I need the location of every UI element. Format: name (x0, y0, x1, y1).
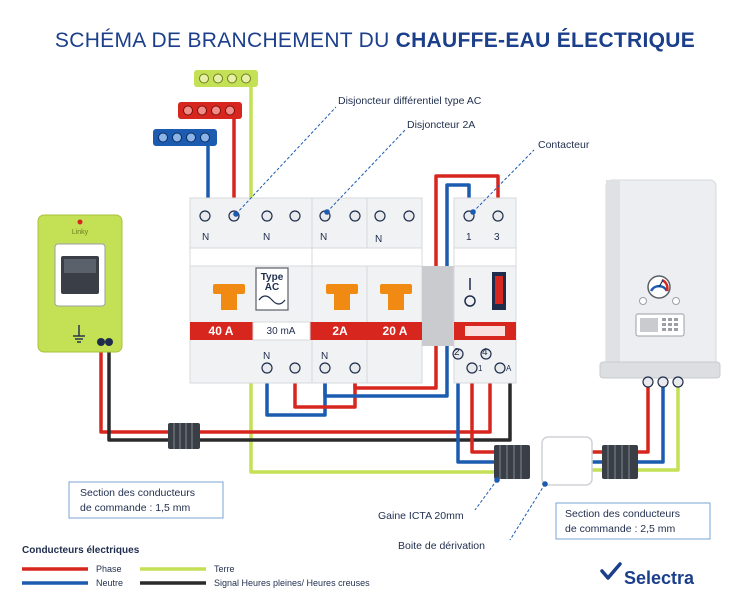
conduit-meter (168, 423, 200, 449)
water-heater (599, 179, 721, 388)
diff-n-top-label-2: N (263, 232, 270, 243)
thermometer-dial-icon (647, 275, 671, 299)
note-15-line2: de commande : 1,5 mm (80, 502, 191, 514)
signal-wire-red (99, 342, 172, 434)
note-command-25: Section des conducteurs de commande : 2,… (555, 502, 711, 540)
meter-led-icon (77, 219, 83, 225)
contactor-a-label: A (506, 364, 512, 373)
callout-dots (233, 209, 548, 487)
heater-phase-wire (470, 368, 498, 454)
signal-wire-black-to-contactor (196, 358, 512, 442)
legend-neutral: Neutre (96, 578, 123, 588)
contactor-switch[interactable] (464, 272, 506, 310)
breaker2a-n-top-label: N (320, 232, 327, 243)
earth-symbol-icon (73, 325, 85, 343)
contactor-3-label: 3 (494, 232, 500, 243)
electrical-panel: 40 A 30 mA 2A 20 A Type AC (189, 197, 517, 384)
contactor-1-label: 1 (466, 232, 472, 243)
breaker20a-n-top-label: N (375, 234, 382, 245)
conduit-icta-right (602, 445, 638, 479)
differential-breaker (189, 197, 313, 384)
contactor-4-label: 4 (482, 347, 488, 358)
top-screws (199, 210, 504, 222)
rating-20a: 20 A (383, 324, 408, 338)
junction-box (541, 436, 593, 486)
sensitivity-30ma: 30 mA (267, 326, 296, 337)
type-ac-line2: AC (265, 282, 279, 293)
contactor-a1-label: 1 (478, 364, 483, 373)
legend: Conducteurs électriques Phase Neutre Ter… (22, 545, 370, 588)
linky-meter: Linky (37, 214, 123, 353)
legend-phase: Phase (96, 564, 122, 574)
title-bold: CHAUFFE-EAU ÉLECTRIQUE (396, 29, 695, 52)
meter-brand: Linky (72, 229, 89, 236)
rating-40a: 40 A (209, 324, 234, 338)
heater-terminals (642, 376, 684, 388)
contactor-2-label: 2 (454, 347, 460, 358)
bottom-screws (261, 348, 506, 374)
heater-phase-final (592, 385, 650, 454)
conduit-icta-left (494, 445, 530, 479)
title-regular: SCHÉMA DE BRANCHEMENT DU (55, 29, 390, 52)
heater-neutral-wire (456, 358, 498, 464)
note-command-15: Section des conducteurs de commande : 1,… (68, 481, 224, 519)
callout-leaders (235, 106, 546, 541)
callout-breaker-2a: Disjoncteur 2A (407, 119, 475, 131)
check-mark-icon (600, 562, 622, 580)
note-15-line1: Section des conducteurs (80, 487, 195, 499)
legend-earth: Terre (214, 564, 235, 574)
panel-spacer (422, 266, 454, 346)
diff-n-bottom-label: N (263, 351, 270, 362)
breaker-n-bottom-label: N (321, 351, 328, 362)
sine-wave-icon (258, 295, 286, 305)
callout-sheath: Gaine ICTA 20mm (378, 510, 464, 522)
note-25-line1: Section des conducteurs (565, 508, 680, 520)
neutral-terminal-bar (153, 129, 217, 146)
type-ac-line1: Type (261, 272, 284, 283)
brand-logo: Selectra (600, 562, 695, 588)
legend-signal: Signal Heures pleines/ Heures creuses (214, 578, 370, 588)
note-25-line2: de commande : 2,5 mm (565, 523, 676, 535)
differential-lever[interactable] (213, 284, 245, 310)
diff-n-top-label: N (202, 232, 209, 243)
heater-control-panel (635, 313, 685, 337)
rating-2a: 2A (332, 324, 348, 338)
callout-differential: Disjoncteur différentiel type AC (338, 95, 482, 107)
brand-name: Selectra (624, 568, 695, 588)
earth-terminal-bar (194, 70, 258, 87)
callout-junction-box: Boite de dérivation (398, 540, 485, 552)
breaker-2a-lever[interactable] (326, 284, 358, 310)
page-title: SCHÉMA DE BRANCHEMENT DU CHAUFFE-EAU ÉLEC… (55, 29, 695, 52)
phase-terminal-bar (178, 102, 242, 119)
breaker-20a-lever[interactable] (380, 284, 412, 310)
callout-contactor: Contacteur (538, 139, 590, 151)
legend-title: Conducteurs électriques (22, 545, 140, 556)
signal-wire-black (107, 342, 172, 442)
